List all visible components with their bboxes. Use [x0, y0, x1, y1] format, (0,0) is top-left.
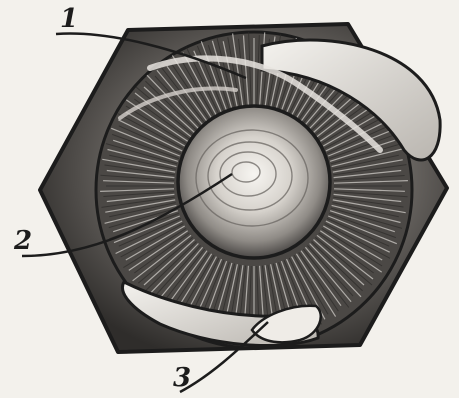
callout-label-3: 3 — [173, 365, 191, 391]
callout-label-2: 2 — [14, 228, 32, 254]
callout-label-1: 1 — [60, 6, 78, 32]
